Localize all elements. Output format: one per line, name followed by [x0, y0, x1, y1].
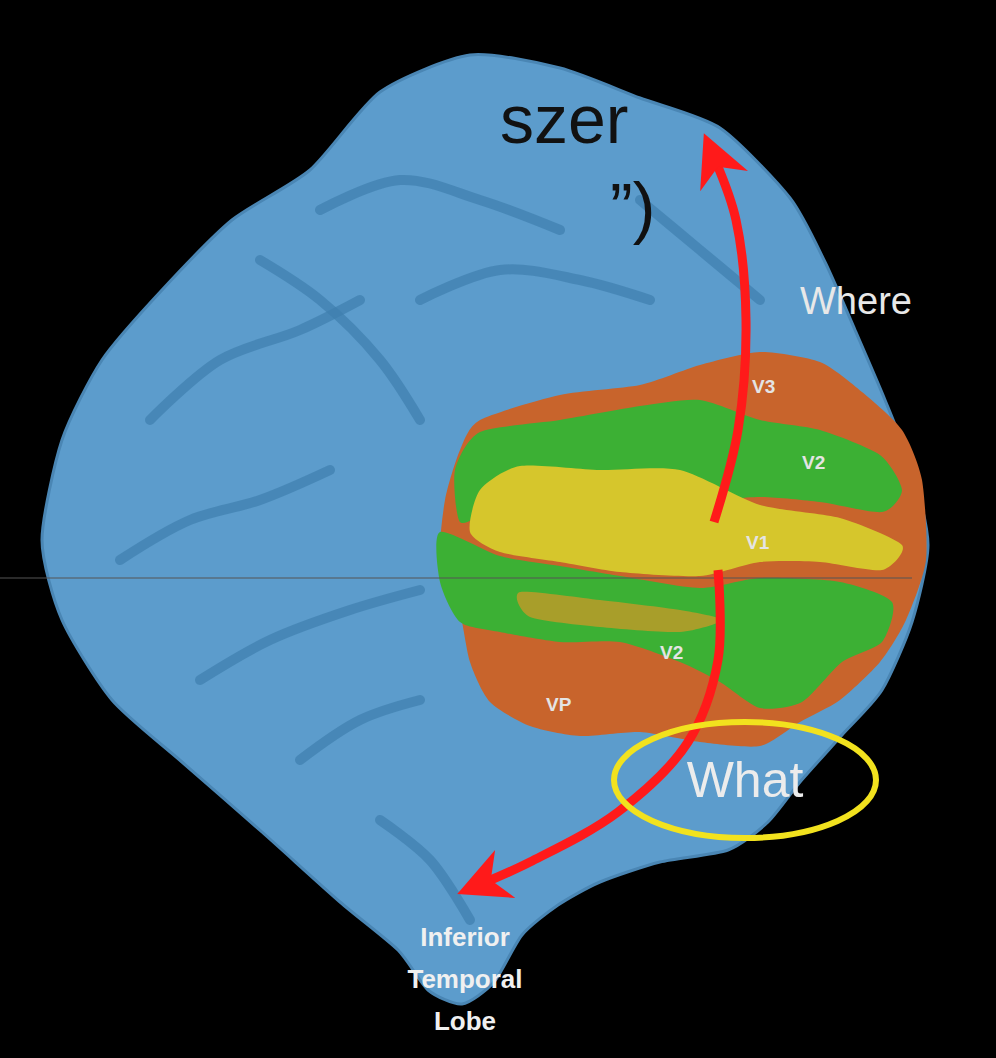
- area-label: V1: [746, 532, 769, 554]
- sulcus-shading: [380, 820, 470, 920]
- sulcus-shading: [260, 260, 420, 420]
- sulcus-shading: [120, 470, 330, 560]
- area-label: VP: [546, 694, 571, 716]
- sulcus-shading: [300, 700, 420, 760]
- sulcus-shading: [150, 300, 360, 420]
- region-label: Inferior Temporal Lobe: [398, 916, 532, 1042]
- stream-arrow: [714, 162, 746, 522]
- divider-line: [0, 578, 912, 579]
- sulcus-shading: [200, 590, 420, 680]
- area-label: V2: [660, 642, 683, 664]
- visual-area: [436, 532, 893, 709]
- area-label: V3: [752, 376, 775, 398]
- area-label: V2: [802, 452, 825, 474]
- stream-label: Where: [800, 280, 912, 323]
- highlight-ellipse: What: [610, 718, 880, 842]
- visual-area: [440, 352, 927, 747]
- sulcus-shading: [420, 269, 650, 300]
- visual-area: [470, 465, 903, 576]
- brain-outline: [42, 55, 928, 1005]
- sulcus-shading: [320, 180, 560, 230]
- ellipse-stroke: [614, 722, 876, 838]
- title-fragment: szer: [500, 80, 628, 158]
- title-fragment: ”): [610, 168, 655, 246]
- visual-area: [517, 592, 722, 632]
- node-body: What: [610, 718, 880, 842]
- stream-label: What: [687, 751, 804, 809]
